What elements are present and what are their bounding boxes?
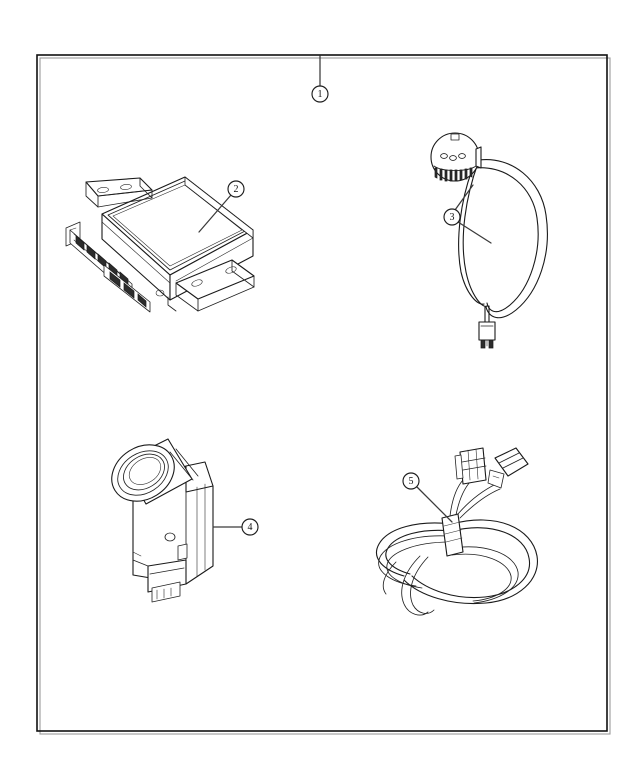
harness-connector-right (487, 447, 529, 489)
callout-3[interactable]: 3 (443, 208, 461, 226)
callout-1[interactable]: 1 (311, 85, 329, 103)
leader-2 (198, 194, 232, 233)
leader-3b (457, 221, 492, 244)
microphone-head (430, 132, 482, 182)
callout-4[interactable]: 4 (241, 518, 259, 536)
callout-5[interactable]: 5 (402, 472, 420, 490)
part-camera-module (111, 438, 214, 603)
leader-3a (454, 184, 474, 211)
callout-2[interactable]: 2 (227, 180, 245, 198)
part-radio-head-unit (65, 176, 255, 313)
radio-connector-ports (69, 229, 151, 313)
diagram-border (36, 54, 611, 735)
callout-leaders (198, 55, 492, 528)
camera-lens-barrel (111, 438, 199, 505)
harness-connector-left (454, 447, 487, 485)
microphone-plug (478, 321, 496, 349)
camera-connector (147, 559, 187, 603)
part-wiring-harness (376, 447, 538, 616)
leader-5 (416, 486, 453, 523)
harness-tie-wrap (441, 513, 464, 557)
part-microphone (430, 132, 548, 349)
